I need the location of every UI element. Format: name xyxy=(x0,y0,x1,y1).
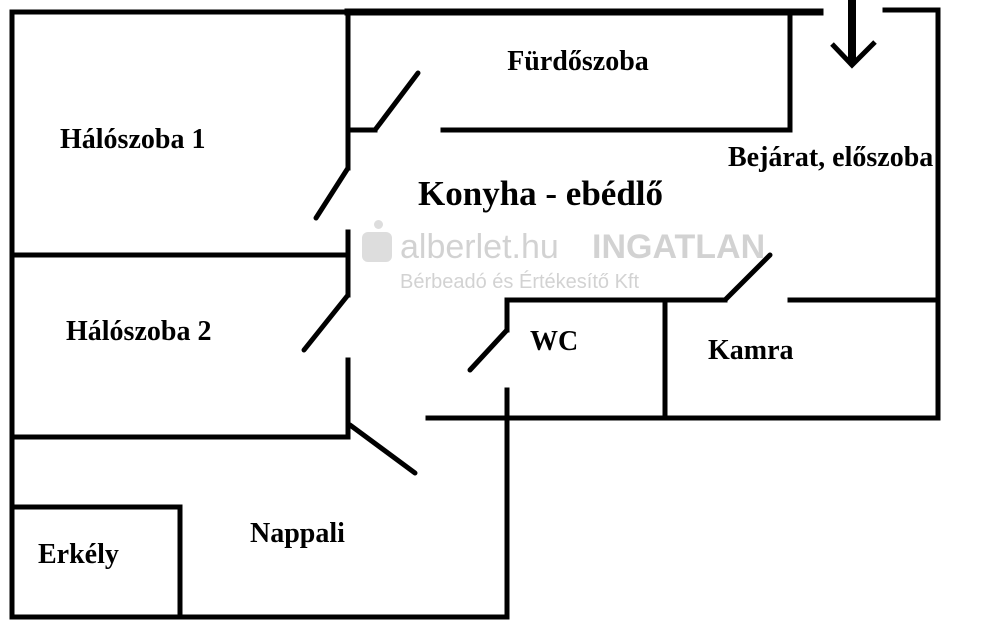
walls xyxy=(9,7,941,620)
watermark-brand: INGATLAN xyxy=(592,228,765,266)
door-bedroom2 xyxy=(301,292,351,353)
watermark-tagline: Bérbeadó és Értékesítő Kft xyxy=(400,270,639,293)
room-label-bedroom1: Hálószoba 1 xyxy=(60,124,205,155)
watermark: alberlet.hu INGATLAN Bérbeadó és Értékes… xyxy=(362,220,765,293)
watermark-logo-icon xyxy=(362,220,392,262)
room-label-bathroom: Fürdőszoba xyxy=(507,46,649,77)
room-label-bedroom2: Hálószoba 2 xyxy=(66,316,211,347)
room-label-kitchen: Konyha - ebédlő xyxy=(418,174,663,213)
door-bathroom xyxy=(372,70,421,133)
door-pantry xyxy=(722,252,773,303)
door-living xyxy=(347,422,418,476)
watermark-site: alberlet.hu xyxy=(400,228,559,266)
room-label-living: Nappali xyxy=(250,518,345,549)
door-bedroom1 xyxy=(313,165,351,221)
room-label-wc: WC xyxy=(530,326,578,357)
entrance-arrow-icon xyxy=(830,0,877,69)
doors xyxy=(301,70,773,476)
room-label-entrance: Bejárat, előszoba xyxy=(728,142,933,173)
door-wc xyxy=(467,327,510,373)
room-label-balcony: Erkély xyxy=(38,539,119,570)
room-label-pantry: Kamra xyxy=(708,335,794,366)
